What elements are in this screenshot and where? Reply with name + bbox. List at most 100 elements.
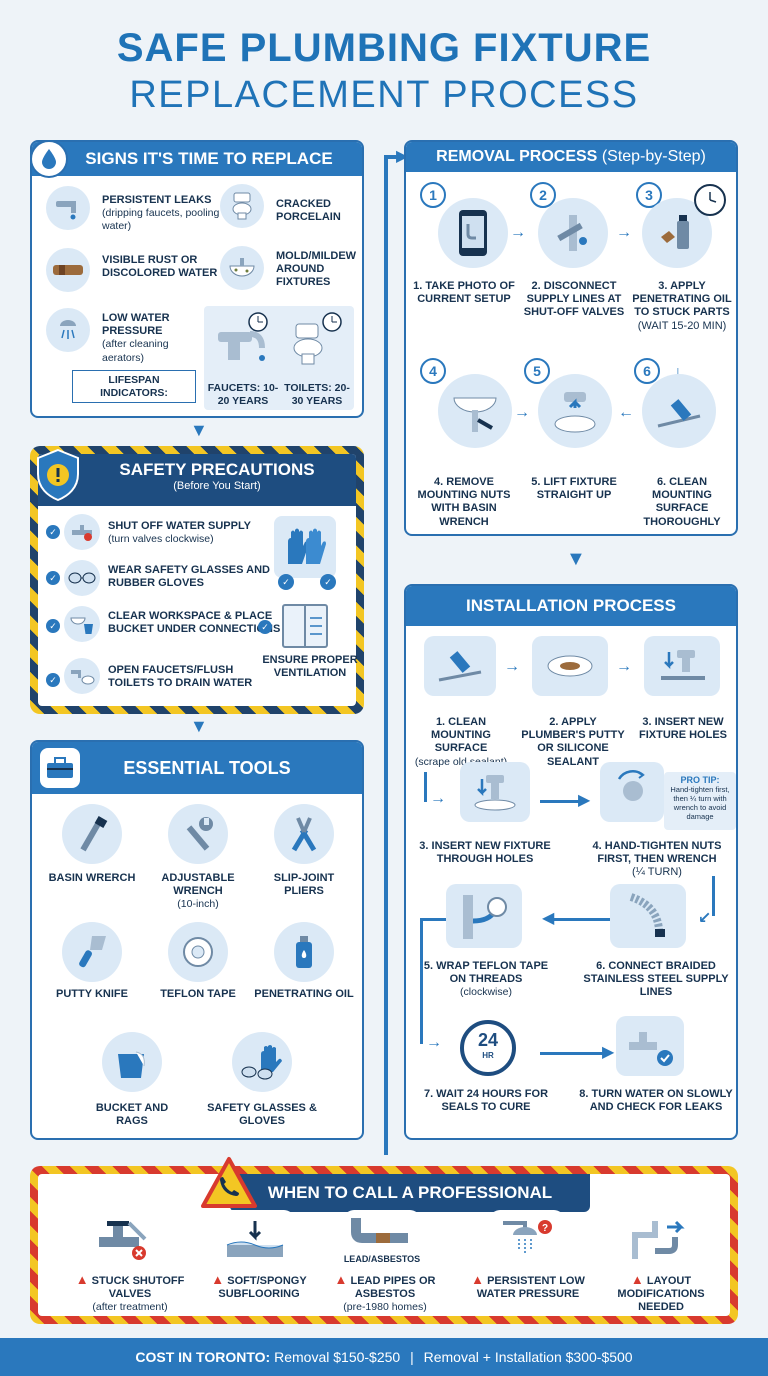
tool-teflon-tape: TEFLON TAPE bbox=[160, 988, 236, 1000]
installation-panel: INSTALLATION PROCESS → → 1. CLEAN MOUNTI… bbox=[404, 584, 738, 1140]
install-step-2: 2. APPLY PLUMBER'S PUTTY OR SILICONE SEA… bbox=[521, 716, 625, 768]
toilet-clock-icon bbox=[293, 312, 342, 365]
install-flow-line-7 bbox=[540, 1052, 610, 1055]
removal-header: REMOVAL PROCESS (Step-by-Step) bbox=[406, 142, 736, 172]
removal-step-1: 1. TAKE PHOTO OF CURRENT SETUP bbox=[413, 280, 515, 306]
sign-item-rust: VISIBLE RUST OR DISCOLORED WATER bbox=[102, 254, 218, 280]
insert-fixture-icon bbox=[644, 636, 720, 696]
pliers-icon bbox=[274, 804, 334, 864]
shutoff-valve-icon bbox=[64, 514, 100, 550]
page-title-line1: SAFE PLUMBING FIXTURE bbox=[116, 26, 652, 70]
stuck-valve-icon bbox=[86, 1210, 160, 1270]
signs-header: SIGNS IT'S TIME TO REPLACE bbox=[32, 142, 362, 176]
professional-item-lead: ▲ LEAD PIPES OR ASBESTOS(pre-1980 homes) bbox=[334, 1272, 436, 1314]
tools-panel: ESSENTIAL TOOLS BASIN WRERCH ADJUSTABLE … bbox=[30, 740, 364, 1140]
professional-header: WHEN TO CALL A PROFESSIONAL bbox=[230, 1174, 590, 1212]
professional-item-layout: ▲ LAYOUT MODIFICATIONS NEEDED bbox=[617, 1272, 705, 1314]
shield-warning-icon bbox=[37, 448, 79, 502]
check-icon-1: ✓ bbox=[46, 525, 60, 539]
teflon-wrap-icon bbox=[446, 884, 522, 948]
water-drop-icon bbox=[30, 140, 68, 178]
check-icon-3: ✓ bbox=[46, 619, 60, 633]
safety-header: SAFETY PRECAUTIONS (Before You Start) bbox=[38, 454, 356, 506]
basin-wrench-sink-icon bbox=[438, 374, 512, 448]
flow-line-top bbox=[384, 155, 406, 159]
step-arrow-down: ↓ bbox=[674, 364, 682, 381]
removal-panel: REMOVAL PROCESS (Step-by-Step) 1 → 2 → 3… bbox=[404, 140, 738, 536]
install-step-3: 3. INSERT NEW FIXTURE HOLES bbox=[638, 716, 727, 742]
install-step-5: 5. WRAP TEFLON TAPE ON THREADS(clockwise… bbox=[423, 960, 549, 999]
timer-clock-icon bbox=[694, 184, 726, 216]
install-arrow-2: → bbox=[616, 658, 632, 675]
step-number-5: 5 bbox=[524, 358, 550, 384]
pipe-layout-icon bbox=[620, 1210, 694, 1270]
install-flow-line-3 bbox=[712, 876, 715, 916]
tool-pliers: SLIP-JOINT PLIERS bbox=[273, 872, 335, 898]
flow-line-vertical bbox=[384, 155, 388, 1155]
cost-footer: COST IN TORONTO: Removal $150-$250 | Rem… bbox=[0, 1338, 768, 1376]
sign-item-mold: MOLD/MILDEW AROUND FIXTURES bbox=[276, 250, 357, 289]
hand-tighten-icon bbox=[600, 762, 664, 822]
svg-text:?: ? bbox=[542, 1223, 548, 1234]
install-flow-line-2 bbox=[540, 800, 584, 803]
install-step-8: 8. TURN WATER ON SLOWLY AND CHECK FOR LE… bbox=[579, 1088, 733, 1114]
cost-label: COST IN TORONTO: bbox=[135, 1349, 271, 1365]
install-flow-line-4 bbox=[550, 918, 610, 921]
install-arrow-8: ▶ bbox=[602, 1044, 615, 1061]
install-step-7: 7. WAIT 24 HOURS FOR SEALS TO CURE bbox=[423, 1088, 549, 1114]
professional-item-pressure: ▲ PERSISTENT LOW WATER PRESSURE bbox=[471, 1272, 585, 1301]
safety-glasses-icon bbox=[64, 560, 100, 596]
safety-panel: SAFETY PRECAUTIONS (Before You Start) ✓ … bbox=[30, 446, 364, 714]
professional-item-subfloor: ▲ SOFT/SPONGY SUBFLOORING bbox=[211, 1272, 307, 1301]
check-icon-7: ✓ bbox=[258, 620, 272, 634]
step-arrow-2: → bbox=[616, 224, 632, 241]
clean-surface-icon bbox=[424, 636, 496, 696]
install-step-3b: 3. INSERT NEW FIXTURE THROUGH HOLES bbox=[419, 840, 551, 866]
safety-item-shutoff: SHUT OFF WATER SUPPLY(turn valves clockw… bbox=[108, 520, 252, 546]
phone-camera-icon bbox=[438, 198, 508, 268]
soft-floor-icon bbox=[216, 1210, 294, 1270]
removal-step-6: 6. CLEAN MOUNTING SURFACE THOROUGHLY bbox=[643, 476, 721, 528]
install-arrow-6: ↙ bbox=[698, 910, 712, 927]
sign-item-cracked: CRACKED PORCELAIN bbox=[276, 198, 341, 224]
safety-item-drain: OPEN FAUCETS/FLUSH TOILETS TO DRAIN WATE… bbox=[108, 664, 253, 690]
lead-pipe-icon bbox=[344, 1210, 420, 1254]
step-arrow-4: ← bbox=[618, 404, 634, 421]
tool-bucket-rags: BUCKET AND RAGS bbox=[95, 1102, 169, 1128]
lead-asbestos-tag: LEAD/ASBESTOS bbox=[343, 1254, 421, 1264]
cost-removal: Removal $150-$250 bbox=[274, 1349, 401, 1365]
insert-through-holes-icon bbox=[460, 762, 530, 822]
wrench-valve-icon bbox=[538, 198, 608, 268]
check-icon-6: ✓ bbox=[320, 574, 336, 590]
tools-header: ESSENTIAL TOOLS bbox=[32, 742, 362, 794]
install-arrow-3: → bbox=[430, 790, 446, 807]
toolbox-icon bbox=[40, 748, 80, 788]
adjustable-wrench-icon bbox=[168, 804, 228, 864]
teflon-tape-icon bbox=[168, 922, 228, 982]
tool-putty-knife: PUTTY KNIFE bbox=[56, 988, 128, 1000]
tool-adjustable-wrench: ADJUSTABLE WRENCH(10-inch) bbox=[161, 872, 235, 911]
moldy-sink-icon bbox=[220, 246, 264, 290]
tool-penetrating-oil: PENETRATING OIL bbox=[254, 988, 354, 1000]
lift-fixture-icon bbox=[538, 374, 612, 448]
step-number-6: 6 bbox=[634, 358, 660, 384]
scraper-clean-icon bbox=[642, 374, 716, 448]
install-arrow-5: ◀ bbox=[542, 910, 555, 927]
check-icon-2: ✓ bbox=[46, 571, 60, 585]
page-title-line2: REPLACEMENT PROCESS bbox=[129, 74, 639, 116]
down-arrow-icon-1: ▼ bbox=[190, 420, 208, 440]
24-hour-timer-icon: 24 HR bbox=[460, 1020, 516, 1076]
toilet-lifespan: TOILETS: 20-30 YEARS bbox=[284, 382, 350, 407]
professional-panel: WHEN TO CALL A PROFESSIONAL ▲ STUCK SHUT… bbox=[30, 1157, 738, 1324]
install-arrow-4: ▶ bbox=[578, 792, 591, 809]
low-pressure-shower-icon: ? bbox=[490, 1210, 564, 1270]
safety-ventilation: ENSURE PROPER VENTILATION bbox=[262, 654, 358, 680]
window-ventilation-icon bbox=[282, 604, 328, 648]
safety-item-workspace: CLEAR WORKSPACE & PLACE BUCKET UNDER CON… bbox=[108, 610, 281, 636]
step-number-4: 4 bbox=[420, 358, 446, 384]
tool-basin-wrench: BASIN WRERCH bbox=[48, 872, 136, 884]
install-step-1: 1. CLEAN MOUNTING SURFACE(scrape old sea… bbox=[414, 716, 508, 768]
braided-line-icon bbox=[610, 884, 686, 948]
cost-separator: | bbox=[410, 1349, 414, 1365]
check-icon-5: ✓ bbox=[278, 574, 294, 590]
